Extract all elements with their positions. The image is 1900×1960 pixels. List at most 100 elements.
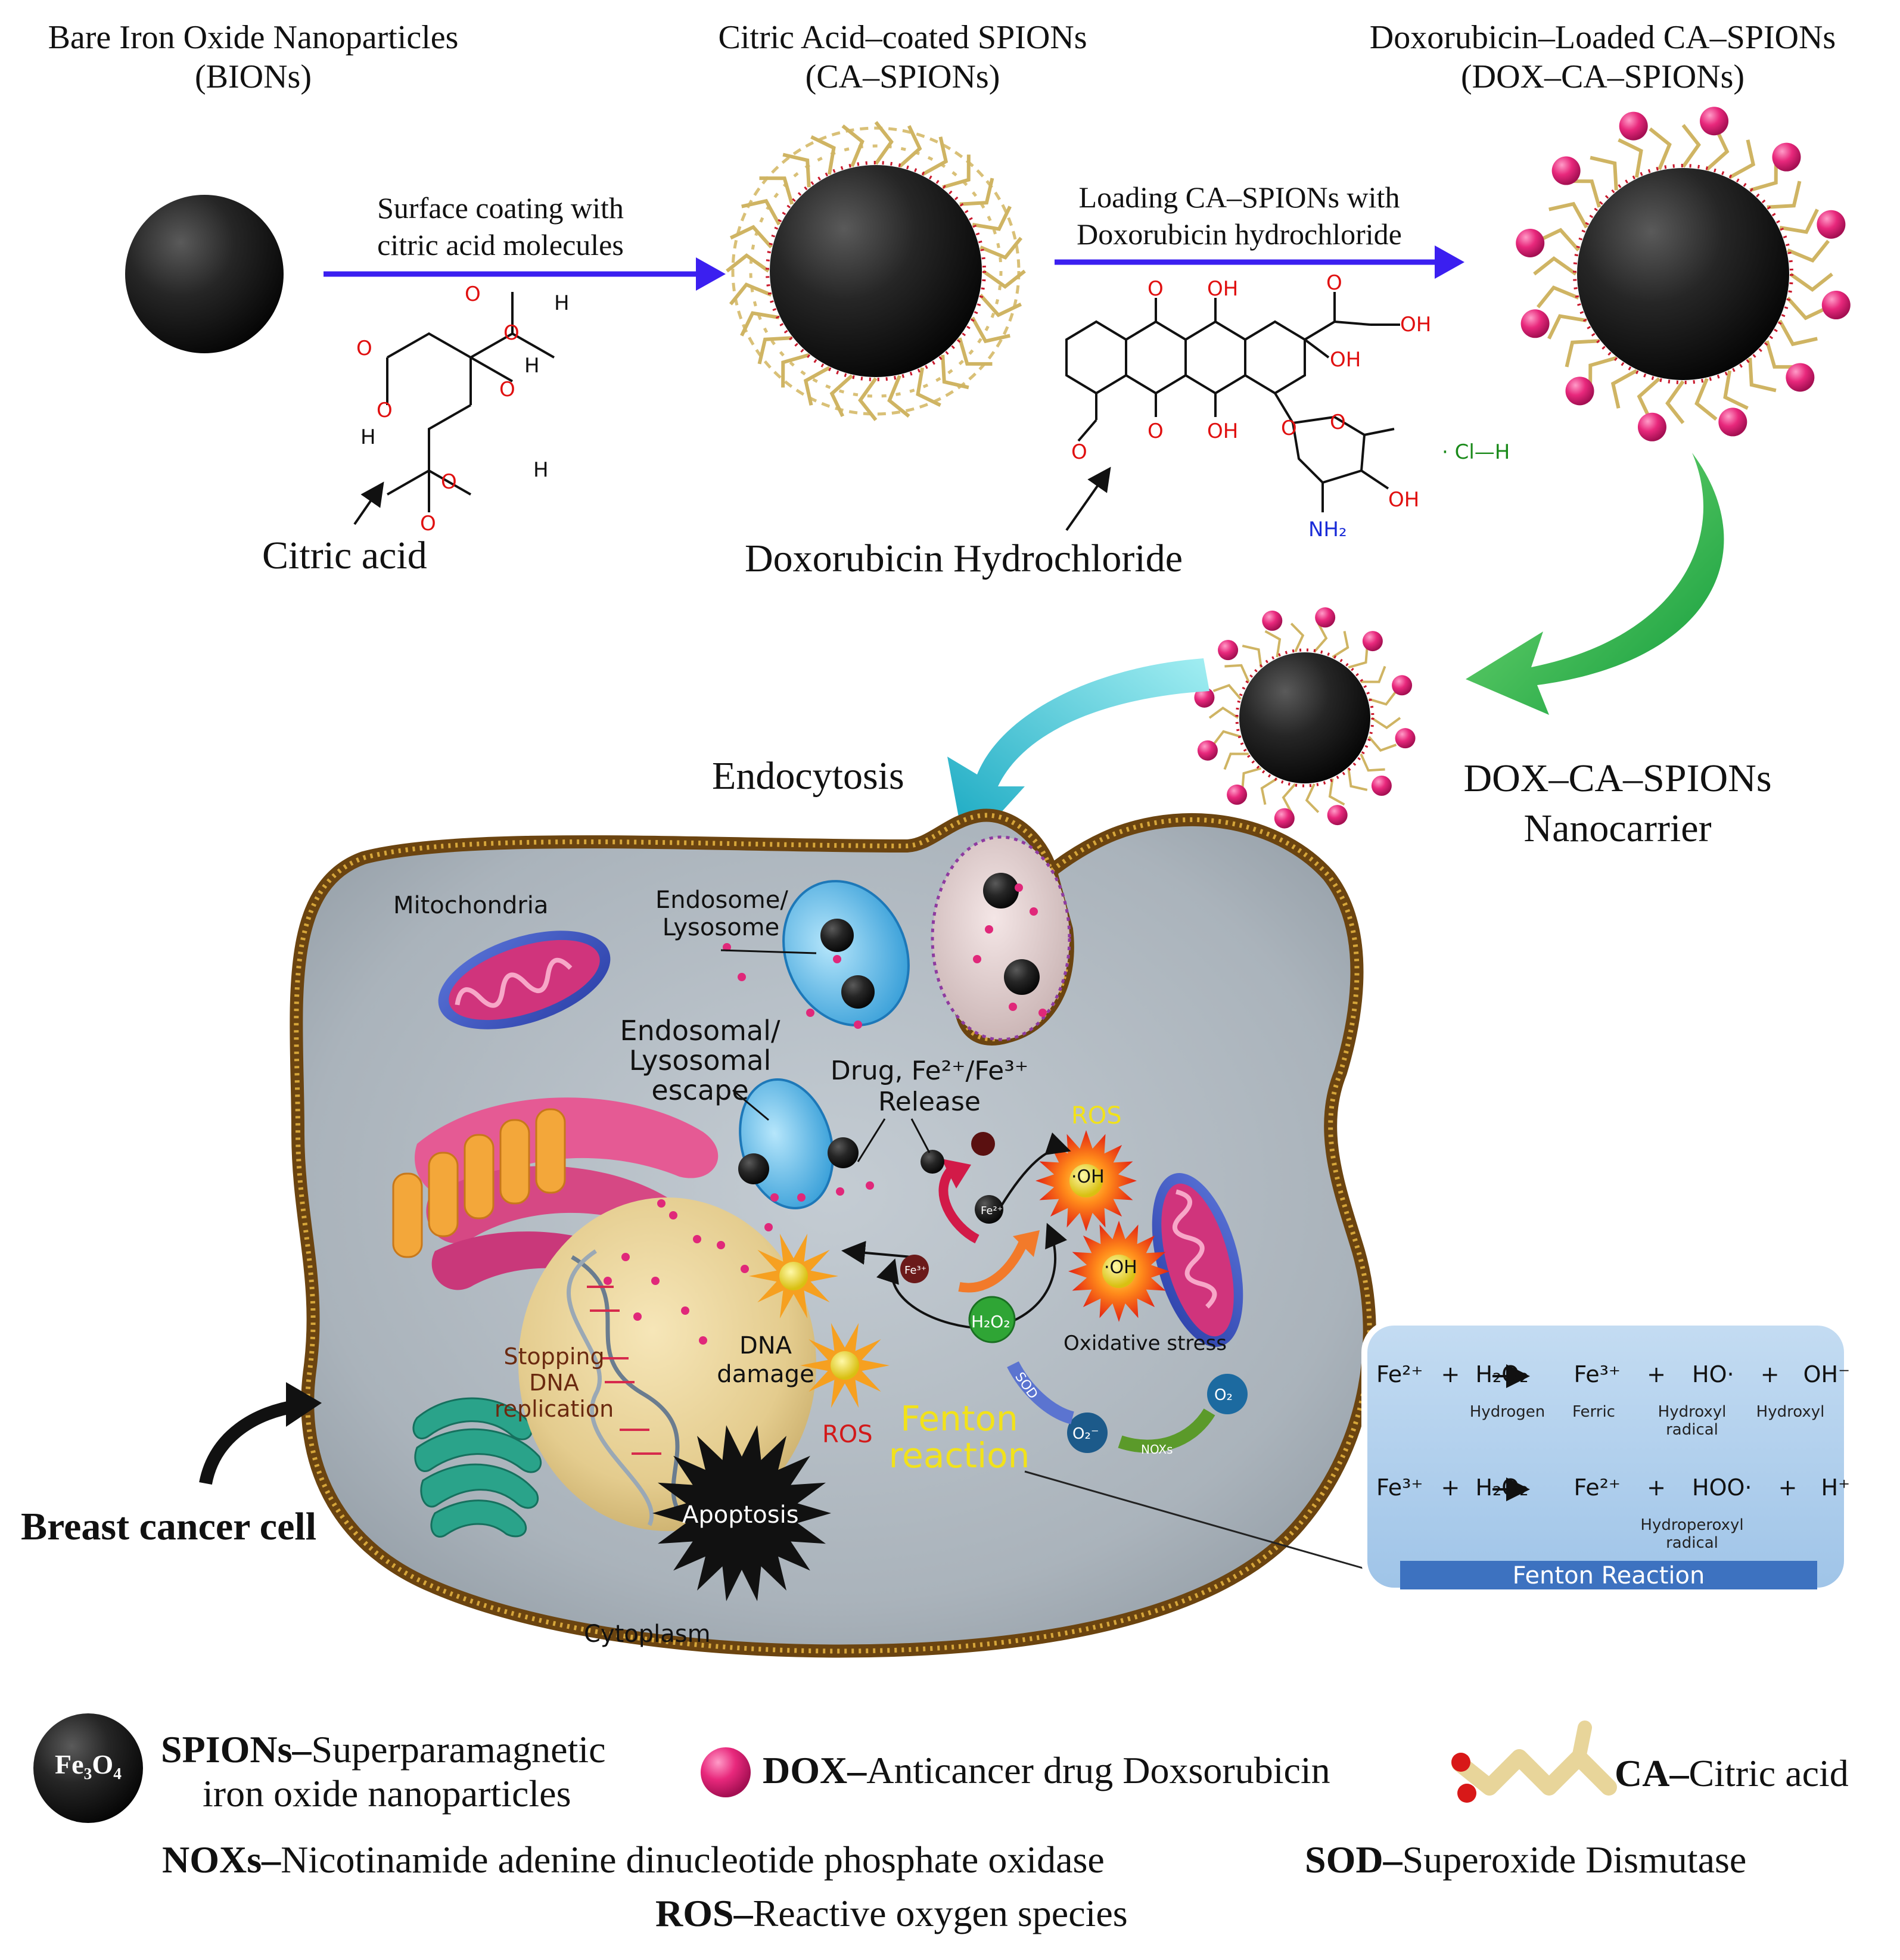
legend-dox: DOX–Anticancer drug Doxsorubicin — [763, 1749, 1330, 1791]
svg-text:OH: OH — [1388, 488, 1419, 512]
dox-molecule — [1637, 412, 1666, 441]
citric-acid-ligand — [1328, 778, 1345, 806]
citric-acid-ligand — [1313, 623, 1328, 653]
escape-pointer — [732, 1089, 769, 1121]
citric-acid-ligand — [1223, 752, 1249, 770]
eq1-sub-hydrogen: Hydrogen — [1469, 1403, 1546, 1421]
cell-membrane-beads — [294, 813, 1372, 1654]
endosome-lysosome — [782, 880, 910, 1026]
ros-ball — [831, 1351, 859, 1380]
citric-acid-ligand — [1649, 127, 1672, 170]
escape-label: Endosomal/ Lysosomal escape — [620, 1015, 780, 1106]
svg-text:O: O — [1148, 419, 1164, 443]
citric-acid-ligand — [1547, 314, 1587, 340]
citric-acid-ligand — [1694, 378, 1718, 421]
svg-text:OH: OH — [1330, 348, 1361, 372]
drug-dot — [717, 1241, 725, 1249]
golgi-cylinders — [392, 1108, 566, 1258]
dox-molecule — [1194, 687, 1215, 708]
hydroxyl-radical-ball — [1069, 1164, 1103, 1197]
nox-text: NOXs — [1141, 1442, 1173, 1457]
legend-ca: CA–Citric acid — [1615, 1752, 1849, 1794]
citric-acid-ligand — [941, 354, 969, 390]
citric-acid-ligand — [740, 311, 780, 337]
citric-acid-ligand — [1536, 285, 1579, 309]
eq2-sub-hydroperoxyl: Hydroperoxyl radical — [1640, 1516, 1744, 1552]
arrow-label-loading: Loading CA–SPIONs with Doxorubicin hydro… — [1077, 181, 1402, 251]
fenton-eq2: Fe³⁺ + H₂O₂ Fe²⁺ + HOO· + H⁺ — [1376, 1474, 1851, 1501]
ros-label-bottom: ROS — [822, 1421, 873, 1448]
svg-text:O: O — [1326, 271, 1342, 295]
svg-text:O: O — [1148, 277, 1164, 301]
oh-label-1: ·OH — [1071, 1166, 1105, 1187]
drug-dot — [1030, 907, 1038, 916]
drug-dot — [770, 1193, 779, 1202]
citric-acid-ligand — [957, 337, 993, 366]
legend-spion-symbol: Fe₃O₄ — [55, 1749, 122, 1779]
svg-text:H: H — [533, 458, 549, 482]
apoptosis-label: Apoptosis — [682, 1501, 799, 1529]
citric-acid-ligand — [1264, 630, 1282, 658]
citric-acid-ligand — [1348, 645, 1369, 669]
fenton-box — [1361, 1320, 1850, 1594]
stage-title-ca-spions: Citric Acid–coated SPIONs (CA–SPIONs) — [718, 19, 1087, 95]
citric-acid-ligand — [741, 198, 781, 226]
mitochondrion — [1152, 1173, 1243, 1347]
doxorubicin-pointer — [1065, 466, 1111, 531]
drug-dot — [651, 1277, 660, 1285]
fe2-release-ion — [921, 1150, 944, 1174]
dox-molecule — [1772, 142, 1801, 172]
sod-arrow — [1007, 1361, 1075, 1424]
svg-text:H: H — [360, 425, 376, 449]
legend-spions: SPIONs–Superparamagnetic iron oxide nano… — [161, 1728, 606, 1815]
drug-dot — [1015, 883, 1023, 892]
fe3-ion — [900, 1255, 929, 1283]
drug-dot — [866, 1181, 874, 1190]
citric-acid-ligand — [1212, 730, 1242, 746]
citric-acid-ligand — [782, 153, 811, 188]
citric-acid-ligand — [1290, 623, 1305, 652]
citric-acid-ligand — [1723, 370, 1749, 410]
citric-acid-ligand — [726, 253, 770, 273]
vesicle-nanoparticle — [983, 873, 1019, 909]
dox-molecule — [1700, 107, 1729, 136]
fenton-box-title-bar — [1400, 1561, 1817, 1589]
mitochondria-label: Mitochondria — [393, 892, 549, 919]
citric-acid-ligand — [972, 206, 1012, 231]
svg-text:O: O — [1071, 440, 1087, 464]
citric-acid-ligand — [1260, 777, 1278, 805]
ros-ball — [779, 1262, 808, 1290]
citric-acid-ligand — [729, 282, 772, 306]
citric-acid-ligand — [971, 316, 1010, 344]
drug-dot — [741, 1265, 749, 1273]
drug-dot — [681, 1306, 689, 1315]
eq1-sub-ferric: Ferric — [1572, 1403, 1615, 1421]
dox-molecule — [1262, 610, 1283, 631]
fenton-box-title: Fenton Reaction — [1512, 1562, 1705, 1589]
citric-acid-ligand — [1778, 319, 1818, 347]
dox-molecule — [1551, 156, 1581, 185]
citric-acid-ligand — [1681, 124, 1701, 168]
citric-acid-ligand — [959, 178, 994, 206]
citric-acid-ligand — [1332, 631, 1349, 658]
citric-acid-ligand — [921, 136, 949, 176]
citric-acid-ligand — [982, 269, 1026, 289]
citric-acid-ligand — [1347, 768, 1368, 791]
process-arrow-2-head — [1435, 245, 1464, 279]
citric-acid-ligand — [1282, 783, 1296, 813]
citric-acid-ligand — [759, 176, 794, 205]
citric-acid-ligand — [757, 336, 792, 365]
drug-dot — [797, 1193, 806, 1202]
legend-sod: SOD–Superoxide Dismutase — [1305, 1838, 1747, 1881]
drug-dot — [657, 1199, 666, 1208]
drug-dot — [723, 943, 731, 951]
breast-cancer-cell-label: Breast cancer cell — [21, 1505, 317, 1548]
cell-pointer-arrow — [199, 1399, 299, 1485]
ca-atom: O — [356, 337, 372, 360]
hydroxyl-radical-ball — [1102, 1255, 1136, 1288]
doxorubicin-structure — [1065, 292, 1400, 512]
svg-text:OH: OH — [1207, 419, 1238, 443]
fenton-reaction-label: Fenton reaction — [888, 1398, 1030, 1476]
legend-noxs: NOXs–Nicotinamide adenine dinucleotide p… — [162, 1838, 1105, 1881]
dox-molecule — [1619, 111, 1648, 141]
